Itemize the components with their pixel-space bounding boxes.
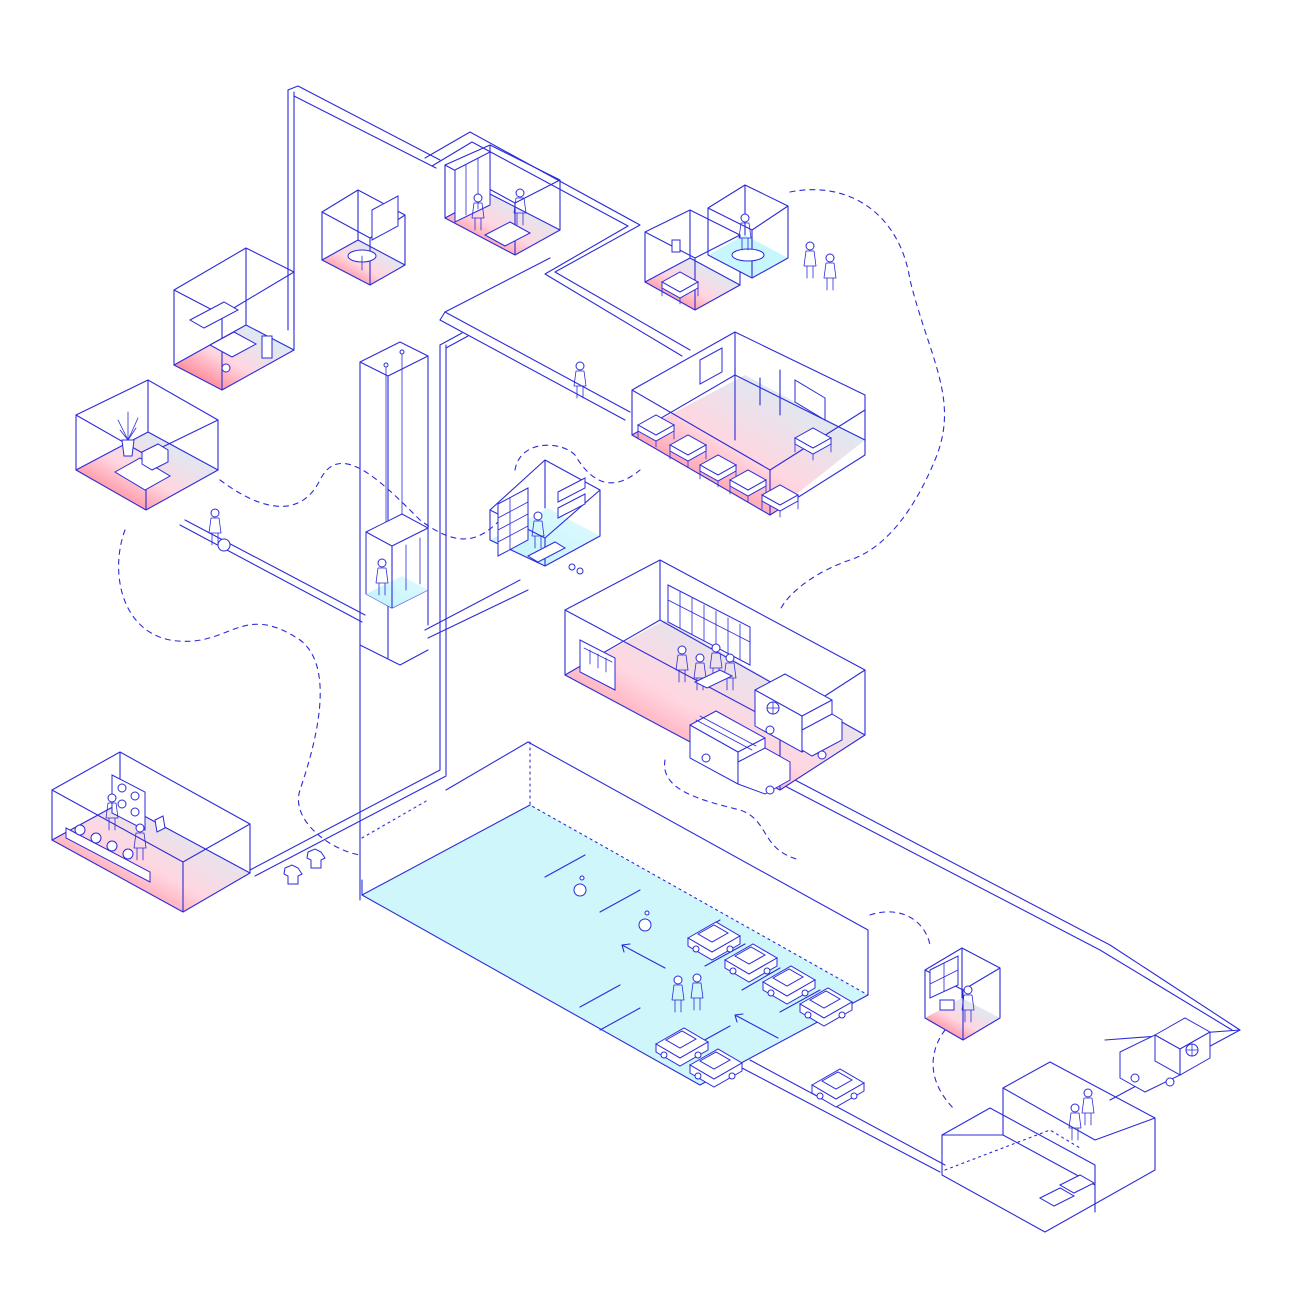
emergency-bay <box>565 560 865 794</box>
locker-room <box>445 145 560 255</box>
treatment-room <box>708 185 836 290</box>
ward-room <box>574 332 865 517</box>
person-icon <box>574 362 586 398</box>
car-icon <box>812 1069 864 1107</box>
person-icon <box>1069 1104 1081 1140</box>
laundry-room <box>52 752 325 912</box>
person-icon <box>209 509 221 545</box>
person-icon <box>824 254 836 290</box>
person-icon <box>1082 1089 1094 1125</box>
entrance-rooms <box>942 1062 1155 1232</box>
elevator-cab <box>366 514 428 608</box>
lounge-room <box>76 380 230 551</box>
parking-garage <box>362 742 868 1107</box>
kitchen-room <box>174 248 294 390</box>
t-shirt-icon <box>284 849 325 884</box>
ambulance-icon <box>1120 1018 1210 1092</box>
dispatch-room <box>925 948 1000 1040</box>
pharmacy-room <box>490 460 600 574</box>
person-icon <box>804 242 816 278</box>
meeting-room <box>322 190 405 285</box>
